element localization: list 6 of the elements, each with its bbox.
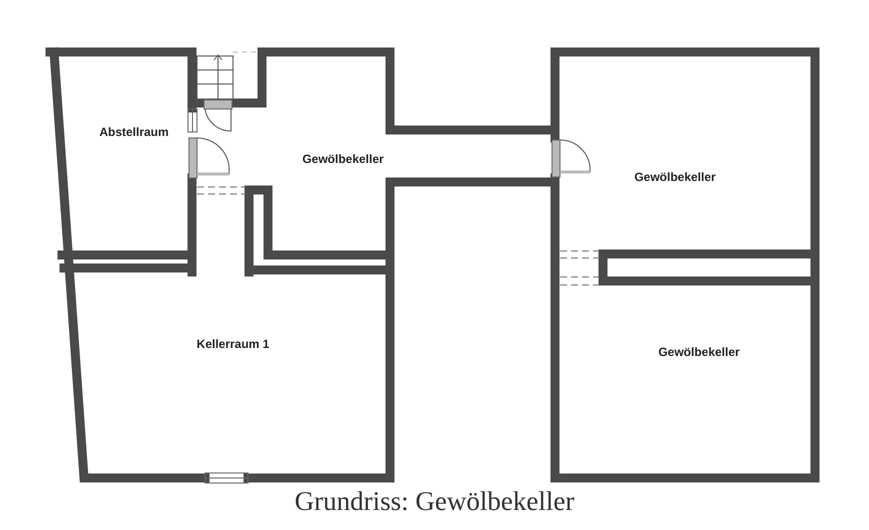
- room-label: Gewölbekeller: [658, 345, 740, 359]
- room-label: Kellerraum 1: [196, 337, 270, 351]
- room-label: Gewölbekeller: [302, 152, 384, 166]
- room-label: Gewölbekeller: [634, 170, 716, 184]
- plan-caption: Grundriss: Gewölbekeller: [294, 486, 576, 517]
- room-label: Abstellraum: [99, 125, 169, 139]
